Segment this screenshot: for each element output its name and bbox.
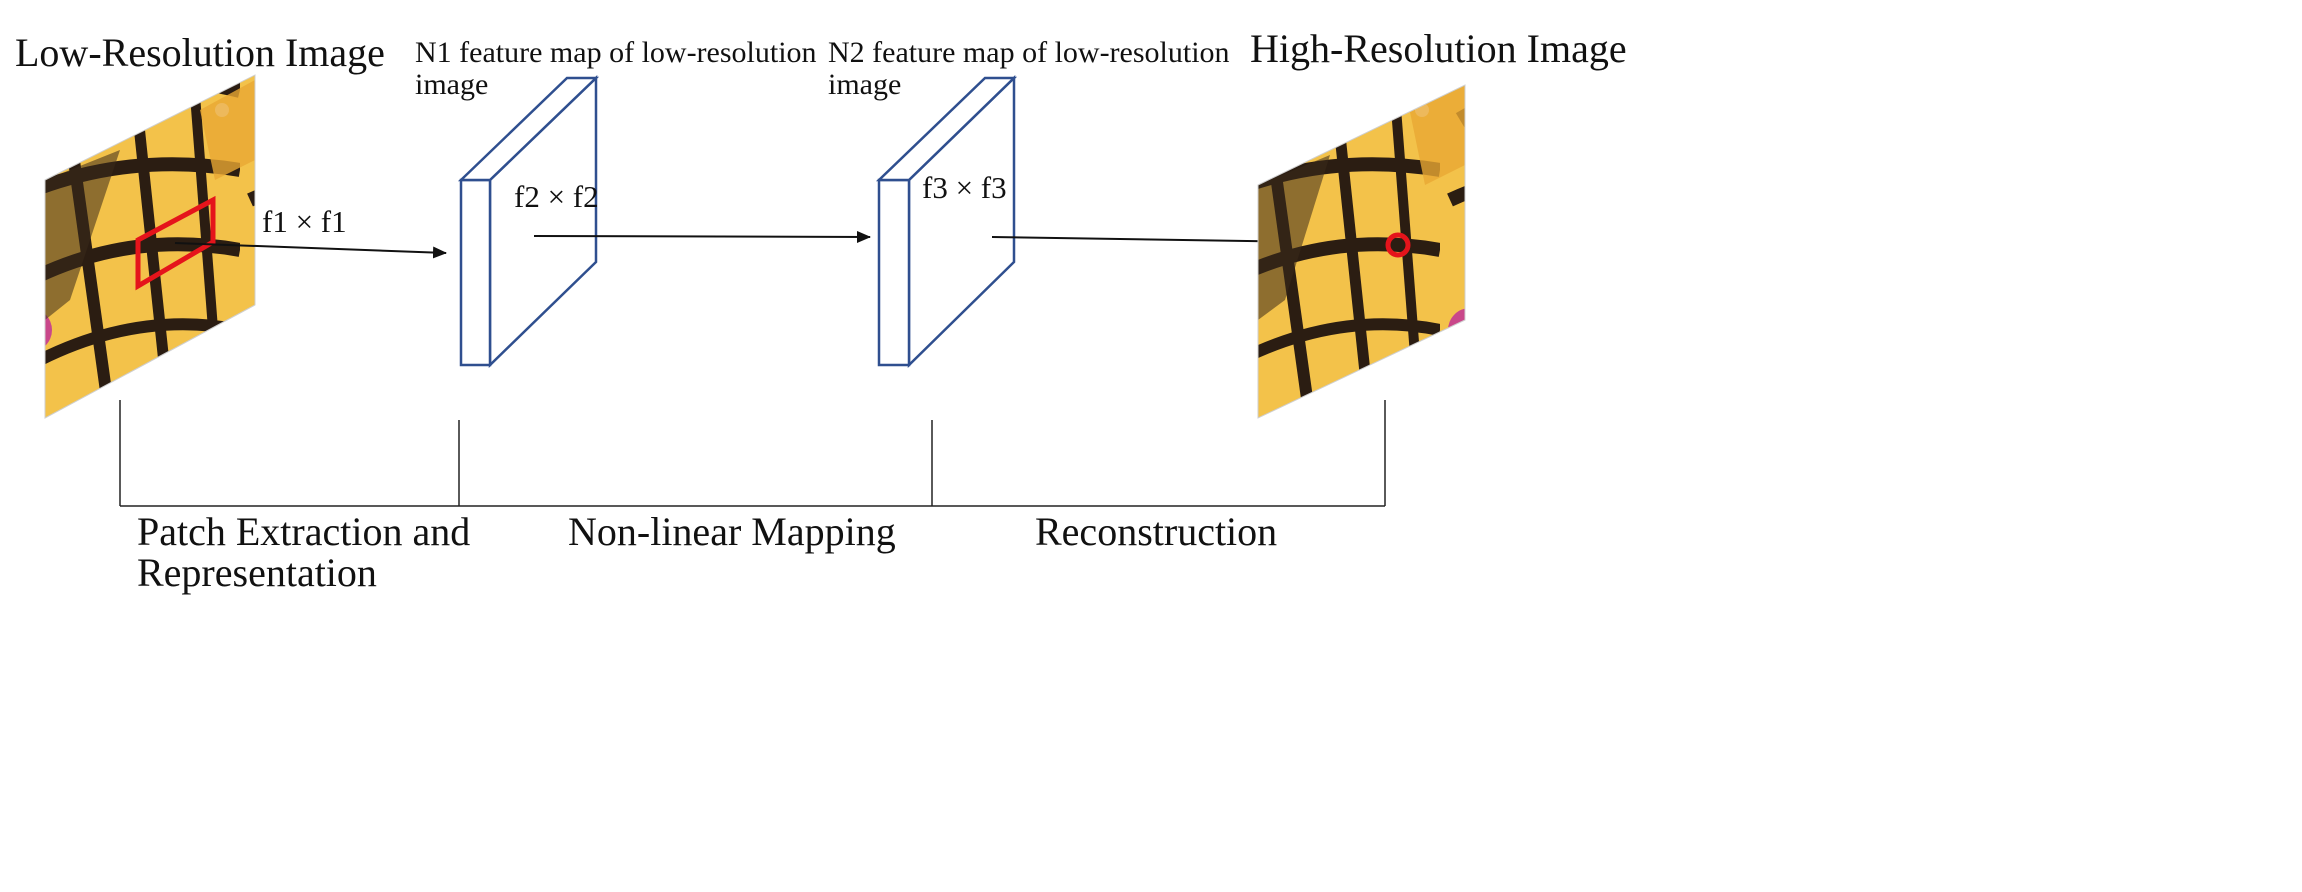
kernel-label-f3: f3 × f3: [922, 170, 1007, 205]
stage3-label: Reconstruction: [1035, 509, 1277, 554]
arrow-n1-to-n2: [533, 230, 871, 243]
arrow-patch-to-n1: [174, 242, 447, 259]
stage1-label-line2: Representation: [137, 550, 377, 595]
n1-caption-line1: N1 feature map of low-resolution: [415, 36, 817, 69]
kernel-label-f1: f1 × f1: [262, 204, 347, 239]
low-resolution-image: [44, 74, 256, 419]
high-resolution-image: [1257, 84, 1466, 419]
n1-caption-line2: image: [415, 68, 488, 101]
patch-highlight: [135, 195, 216, 291]
output-pixel-marker: [1385, 232, 1411, 258]
input-title: Low-Resolution Image: [15, 30, 385, 75]
output-title: High-Resolution Image: [1250, 26, 1627, 71]
n2-feature-block: [875, 75, 1018, 368]
stage2-label: Non-linear Mapping: [568, 509, 896, 554]
stage-brackets: [119, 400, 1386, 507]
kernel-label-f2: f2 × f2: [514, 179, 599, 214]
n2-caption-line1: N2 feature map of low-resolution: [828, 36, 1230, 69]
n1-feature-block: [457, 75, 600, 368]
stage1-label-line1: Patch Extraction and: [137, 509, 470, 554]
n2-caption-line2: image: [828, 68, 901, 101]
